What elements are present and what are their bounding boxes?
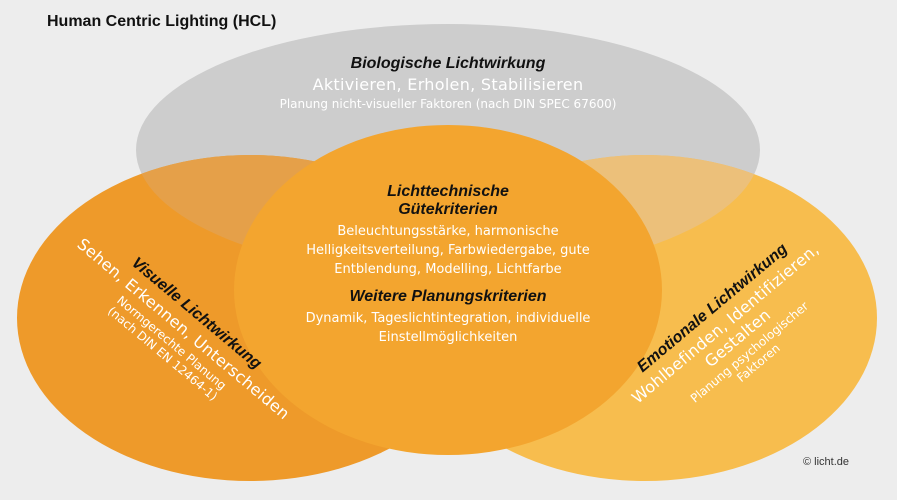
center-heading-line2: Gütekriterien	[398, 201, 498, 218]
biologisch-text: Biologische Lichtwirkung Aktivieren, Erh…	[198, 55, 698, 111]
center-heading-line1: Lichttechnische	[387, 183, 509, 200]
center-text: Lichttechnische Gütekriterien Beleuchtun…	[248, 183, 648, 347]
page-title: Human Centric Lighting (HCL)	[47, 13, 277, 30]
biologisch-heading: Biologische Lichtwirkung	[350, 55, 546, 72]
center-ellipse	[234, 125, 662, 455]
biologisch-line1: Aktivieren, Erholen, Stabilisieren	[312, 75, 584, 94]
center-body-line3: Entblendung, Modelling, Lichtfarbe	[334, 262, 562, 277]
center-body-line1: Beleuchtungsstärke, harmonische	[337, 224, 559, 239]
center-body2-line2: Einstellmöglichkeiten	[378, 330, 518, 345]
center-heading2: Weitere Planungskriterien	[349, 288, 547, 305]
center-body2-line1: Dynamik, Tageslichtintegration, individu…	[305, 311, 591, 326]
copyright: © licht.de	[803, 456, 850, 468]
center-body-line2: Helligkeitsverteilung, Farbwiedergabe, g…	[306, 243, 590, 258]
biologisch-line2: Planung nicht-visueller Faktoren (nach D…	[279, 97, 617, 111]
